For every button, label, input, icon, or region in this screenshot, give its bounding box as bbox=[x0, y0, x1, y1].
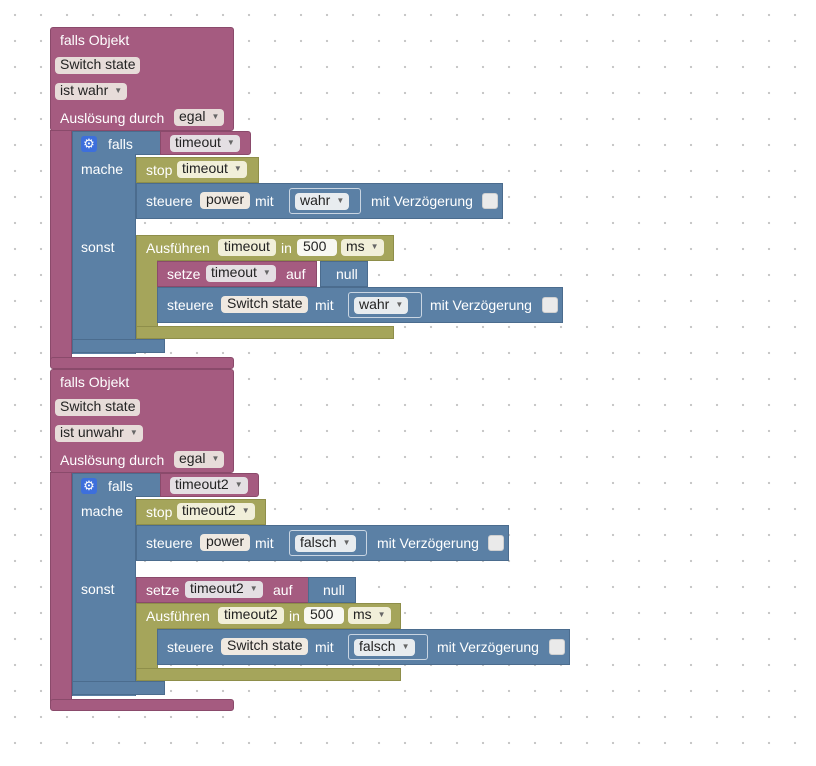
dropdown-arrow-icon: ▼ bbox=[336, 196, 345, 205]
dropdown-arrow-icon: ▼ bbox=[211, 112, 220, 121]
control-object[interactable]: power bbox=[200, 534, 251, 551]
condition-dropdown[interactable]: ist unwahr▼ bbox=[55, 425, 143, 442]
gear-icon[interactable]: ⚙ bbox=[81, 136, 97, 152]
object-selector[interactable]: Switch state bbox=[55, 399, 141, 416]
if-var-dropdown[interactable]: timeout2▼ bbox=[170, 477, 248, 494]
dropdown-arrow-icon: ▼ bbox=[226, 138, 235, 147]
dropdown-arrow-icon: ▼ bbox=[129, 428, 138, 437]
bool-value-block[interactable]: falsch▼ bbox=[348, 634, 428, 660]
bool-dropdown[interactable]: wahr▼ bbox=[354, 297, 409, 314]
stop-var-dropdown[interactable]: timeout2▼ bbox=[177, 503, 255, 520]
dropdown-arrow-icon: ▼ bbox=[395, 300, 404, 309]
trigger-label: Auslösung durch bbox=[60, 110, 165, 126]
control-object[interactable]: power bbox=[200, 192, 251, 209]
set-label: setze bbox=[167, 266, 201, 282]
trigger-label: Auslösung durch bbox=[60, 452, 165, 468]
stop-label: stop bbox=[146, 504, 173, 520]
dropdown-arrow-icon: ▼ bbox=[233, 164, 242, 173]
dropdown-arrow-icon: ▼ bbox=[401, 642, 410, 651]
control-label: steuere bbox=[167, 639, 214, 655]
delay-label: mit Verzögerung bbox=[377, 535, 479, 551]
set-var-dropdown[interactable]: timeout▼ bbox=[206, 265, 276, 282]
trigger-dropdown[interactable]: egal▼ bbox=[174, 109, 225, 126]
delay-checkbox[interactable] bbox=[488, 535, 504, 551]
if-label: falls bbox=[108, 136, 133, 152]
if-label: falls bbox=[108, 478, 133, 494]
dropdown-arrow-icon: ▼ bbox=[234, 480, 243, 489]
else-label: sonst bbox=[81, 581, 115, 597]
delay-label: mit Verzögerung bbox=[371, 193, 473, 209]
if-var-dropdown[interactable]: timeout▼ bbox=[170, 135, 240, 152]
trigger-dropdown[interactable]: egal▼ bbox=[174, 451, 225, 468]
null-label: null bbox=[336, 266, 358, 282]
stop-label: stop bbox=[146, 162, 173, 178]
delay-checkbox[interactable] bbox=[549, 639, 565, 655]
delay-label: mit Verzögerung bbox=[437, 639, 539, 655]
else-label: sonst bbox=[81, 239, 115, 255]
set-var-dropdown[interactable]: timeout2▼ bbox=[185, 581, 263, 598]
stop-var-dropdown[interactable]: timeout▼ bbox=[177, 161, 247, 178]
bool-value-block[interactable]: falsch▼ bbox=[289, 530, 367, 556]
delay-number[interactable]: 500 bbox=[304, 607, 344, 624]
null-value-block[interactable] bbox=[320, 261, 368, 287]
dropdown-arrow-icon: ▼ bbox=[262, 268, 271, 277]
on-label: auf bbox=[273, 582, 293, 598]
unit-dropdown[interactable]: ms▼ bbox=[341, 239, 384, 256]
with-label: mit bbox=[255, 193, 274, 209]
run-label: Ausführen bbox=[146, 240, 210, 256]
unit-dropdown[interactable]: ms▼ bbox=[348, 607, 391, 624]
bool-value-block[interactable]: wahr▼ bbox=[348, 292, 422, 318]
delay-checkbox[interactable] bbox=[542, 297, 558, 313]
bool-dropdown[interactable]: falsch▼ bbox=[295, 535, 356, 552]
delay-checkbox[interactable] bbox=[482, 193, 498, 209]
event-header: falls Objekt bbox=[60, 374, 130, 390]
bool-dropdown[interactable]: wahr▼ bbox=[295, 193, 350, 210]
do-label: mache bbox=[81, 161, 124, 177]
with-label: mit bbox=[255, 535, 274, 551]
do-label: mache bbox=[81, 503, 124, 519]
control-object[interactable]: Switch state bbox=[221, 638, 309, 655]
timeout-var[interactable]: timeout bbox=[218, 239, 276, 256]
gear-icon[interactable]: ⚙ bbox=[81, 478, 97, 494]
dropdown-arrow-icon: ▼ bbox=[249, 584, 258, 593]
control-label: steuere bbox=[146, 193, 193, 209]
set-label: setze bbox=[146, 582, 180, 598]
in-label: in bbox=[281, 240, 292, 256]
on-label: auf bbox=[286, 266, 306, 282]
with-label: mit bbox=[315, 639, 334, 655]
control-label: steuere bbox=[167, 297, 214, 313]
object-selector[interactable]: Switch state bbox=[55, 57, 141, 74]
delay-label: mit Verzögerung bbox=[430, 297, 532, 313]
control-object[interactable]: Switch state bbox=[221, 296, 309, 313]
dropdown-arrow-icon: ▼ bbox=[377, 610, 386, 619]
bool-value-block[interactable]: wahr▼ bbox=[289, 188, 361, 214]
delay-number[interactable]: 500 bbox=[297, 239, 337, 256]
condition-dropdown[interactable]: ist wahr▼ bbox=[55, 83, 128, 100]
dropdown-arrow-icon: ▼ bbox=[342, 538, 351, 547]
dropdown-arrow-icon: ▼ bbox=[114, 86, 123, 95]
event-header: falls Objekt bbox=[60, 32, 130, 48]
with-label: mit bbox=[315, 297, 334, 313]
timeout-var[interactable]: timeout2 bbox=[218, 607, 284, 624]
null-value-block[interactable] bbox=[308, 577, 356, 603]
run-label: Ausführen bbox=[146, 608, 210, 624]
dropdown-arrow-icon: ▼ bbox=[211, 454, 220, 463]
bool-dropdown[interactable]: falsch▼ bbox=[354, 639, 415, 656]
dropdown-arrow-icon: ▼ bbox=[241, 506, 250, 515]
in-label: in bbox=[289, 608, 300, 624]
null-label: null bbox=[323, 582, 345, 598]
dropdown-arrow-icon: ▼ bbox=[370, 242, 379, 251]
control-label: steuere bbox=[146, 535, 193, 551]
